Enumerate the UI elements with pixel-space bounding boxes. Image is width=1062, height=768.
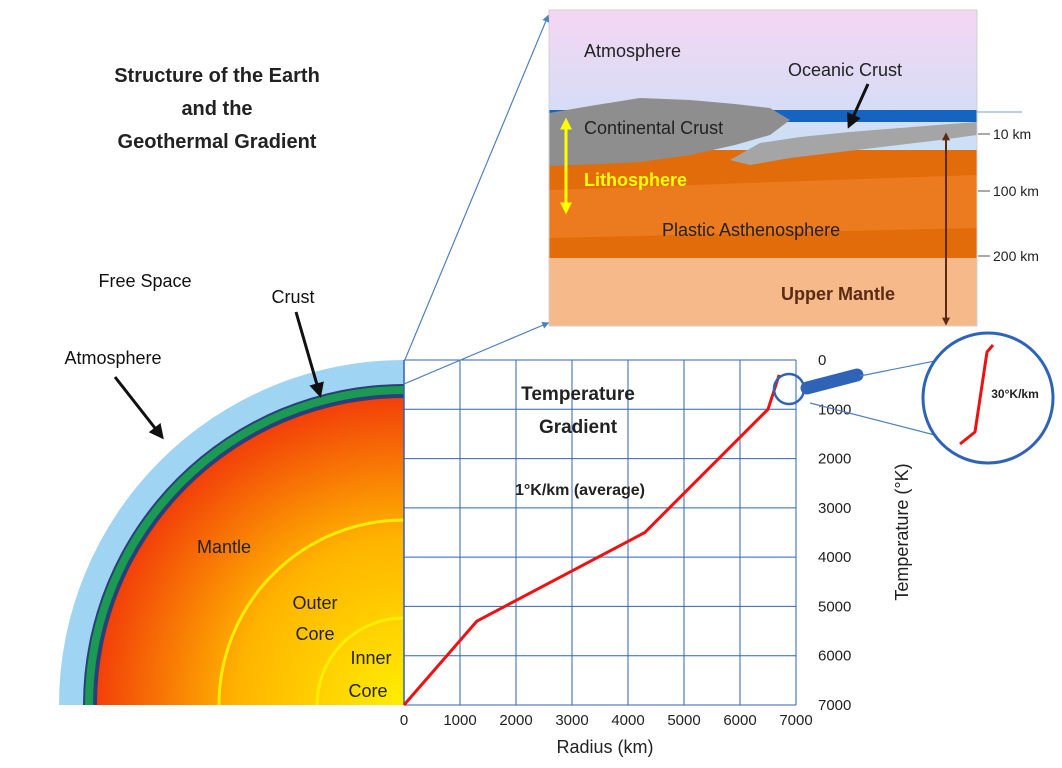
upper-mantle-label: Upper Mantle <box>781 284 895 304</box>
outer-core-label-2: Core <box>295 624 334 644</box>
crust-label: Crust <box>271 287 314 307</box>
y-tick-label: 5000 <box>818 598 851 615</box>
connector-arrow-top <box>404 16 548 362</box>
x-tick-label: 7000 <box>779 712 812 729</box>
title-block: Structure of the Earth and the Geotherma… <box>114 65 320 153</box>
depth-100km-label: 100 km <box>993 183 1039 199</box>
atmosphere-label: Atmosphere <box>64 348 161 368</box>
asthenosphere-label: Plastic Asthenosphere <box>662 220 840 240</box>
gradient-title-1: Temperature <box>521 384 635 405</box>
x-tick-label: 6000 <box>723 712 756 729</box>
inner-core-label-1: Inner <box>350 648 391 668</box>
connector-arrow-bottom <box>404 323 548 384</box>
title-line-1: Structure of the Earth <box>114 65 320 87</box>
upper-mantle-layer <box>549 258 977 326</box>
x-tick-label: 1000 <box>443 712 476 729</box>
mantle-label: Mantle <box>197 537 251 557</box>
zoom-callout: 30°K/km <box>774 333 1053 463</box>
inset-atmosphere-label: Atmosphere <box>584 41 681 61</box>
lithosphere-label: Lithosphere <box>584 170 687 190</box>
x-tick-labels: 0 1000 2000 3000 4000 5000 6000 7000 <box>400 712 813 729</box>
chart-grid <box>404 360 796 705</box>
continental-crust-label: Continental Crust <box>584 118 723 138</box>
y-tick-label: 0 <box>818 352 826 369</box>
oceanic-crust-label: Oceanic Crust <box>788 60 902 80</box>
x-axis-label: Radius (km) <box>556 737 653 757</box>
x-tick-label: 3000 <box>555 712 588 729</box>
title-line-2: and the <box>181 98 252 120</box>
free-space-label: Free Space <box>98 271 191 291</box>
temperature-chart: 0 1000 2000 3000 4000 5000 6000 7000 0 1000 2000 3… <box>400 352 852 729</box>
average-rate-label: 1°K/km (average) <box>515 482 645 499</box>
y-tick-label: 6000 <box>818 648 851 665</box>
atmosphere-arrow <box>115 377 162 437</box>
gradient-title-2: Gradient <box>539 417 618 438</box>
x-tick-label: 2000 <box>499 712 532 729</box>
zoom-rate-label: 30°K/km <box>991 387 1039 401</box>
y-tick-label: 2000 <box>818 451 851 468</box>
zoom-handle <box>807 375 857 388</box>
inner-core-label-2: Core <box>348 681 387 701</box>
title-line-3: Geothermal Gradient <box>118 131 317 153</box>
x-tick-label: 0 <box>400 712 408 729</box>
y-tick-label: 7000 <box>818 697 851 714</box>
y-axis-label: Temperature (°K) <box>892 463 912 600</box>
depth-10km-label: 10 km <box>993 126 1031 142</box>
zoom-source-circle <box>774 374 804 404</box>
y-tick-label: 4000 <box>818 549 851 566</box>
depth-scale: 10 km 100 km 200 km <box>977 112 1039 264</box>
y-tick-label: 3000 <box>818 500 851 517</box>
x-tick-label: 4000 <box>611 712 644 729</box>
x-tick-label: 5000 <box>667 712 700 729</box>
outer-core-label-1: Outer <box>292 593 337 613</box>
depth-200km-label: 200 km <box>993 248 1039 264</box>
